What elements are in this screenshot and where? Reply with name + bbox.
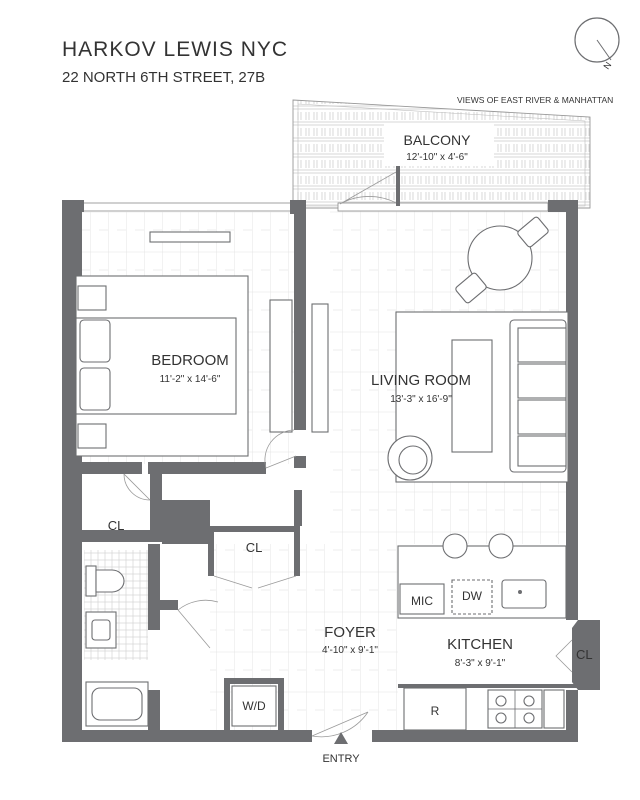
- foyer-closet-label: CL: [246, 540, 263, 555]
- refrigerator-label: R: [431, 704, 440, 718]
- washer-dryer-label: W/D: [242, 699, 266, 713]
- plan-title: HARKOV LEWIS NYC: [62, 38, 288, 61]
- armchair: [387, 435, 433, 481]
- bedroom-shelf: [149, 231, 231, 243]
- nightstand-top: [77, 285, 107, 311]
- compass-north-label: N: [601, 60, 613, 71]
- kitchen-sink: [501, 579, 547, 609]
- kitchen-closet-label: CL: [576, 647, 593, 662]
- dishwasher-label: DW: [462, 589, 483, 603]
- microwave-label: MIC: [411, 594, 433, 608]
- kitchen-counter: [543, 689, 565, 729]
- address-subtitle: 22 NORTH 6TH STREET, 27B: [62, 69, 265, 86]
- bathroom-sink: [85, 611, 117, 649]
- coffee-table: [451, 339, 493, 453]
- foyer-size: 4'-10" x 9'-1": [322, 645, 378, 656]
- kitchen-closet-door[interactable]: [555, 639, 573, 673]
- balcony-size: 12'-10" x 4'-6": [406, 152, 468, 163]
- balcony-label: BALCONY: [404, 132, 472, 148]
- bar-stool-1: [442, 533, 468, 559]
- stove: [487, 689, 543, 729]
- bedroom-size: 11'-2" x 14'-6": [160, 374, 221, 385]
- bedroom-label: BEDROOM: [151, 352, 229, 369]
- bathroom-door[interactable]: [177, 599, 219, 649]
- bedroom-door[interactable]: [264, 429, 297, 469]
- kitchen-size: 8'-3" x 9'-1": [455, 658, 506, 669]
- sofa: [509, 319, 567, 473]
- living-room-label: LIVING ROOM: [371, 372, 471, 389]
- entry-door[interactable]: [311, 711, 369, 738]
- balcony-area: [292, 99, 591, 209]
- bedroom-closet-door[interactable]: [123, 473, 151, 501]
- washer-dryer: [231, 685, 277, 727]
- microwave: [399, 583, 445, 615]
- entry-label: ENTRY: [322, 753, 360, 765]
- toilet: [85, 565, 125, 597]
- bedroom-closet-label: CL: [108, 518, 125, 533]
- nightstand-bottom: [77, 423, 107, 449]
- entry-arrow-icon: [334, 732, 348, 744]
- view-note: VIEWS OF EAST RIVER & MANHATTAN: [457, 95, 613, 105]
- foyer-closet-doors[interactable]: [213, 575, 297, 589]
- bedroom-dresser: [269, 299, 293, 433]
- living-console: [311, 303, 329, 433]
- dishwasher: [451, 579, 493, 615]
- bathtub: [85, 681, 149, 727]
- dining-table: [455, 216, 549, 304]
- refrigerator: [403, 687, 467, 731]
- kitchen-label: KITCHEN: [447, 636, 513, 653]
- bar-stool-2: [488, 533, 514, 559]
- bed: [75, 275, 249, 457]
- living-room-size: 13'-3" x 16'-9": [390, 394, 452, 405]
- foyer-label: FOYER: [324, 624, 376, 641]
- compass-icon: N: [574, 17, 620, 71]
- balcony-door[interactable]: [339, 171, 401, 206]
